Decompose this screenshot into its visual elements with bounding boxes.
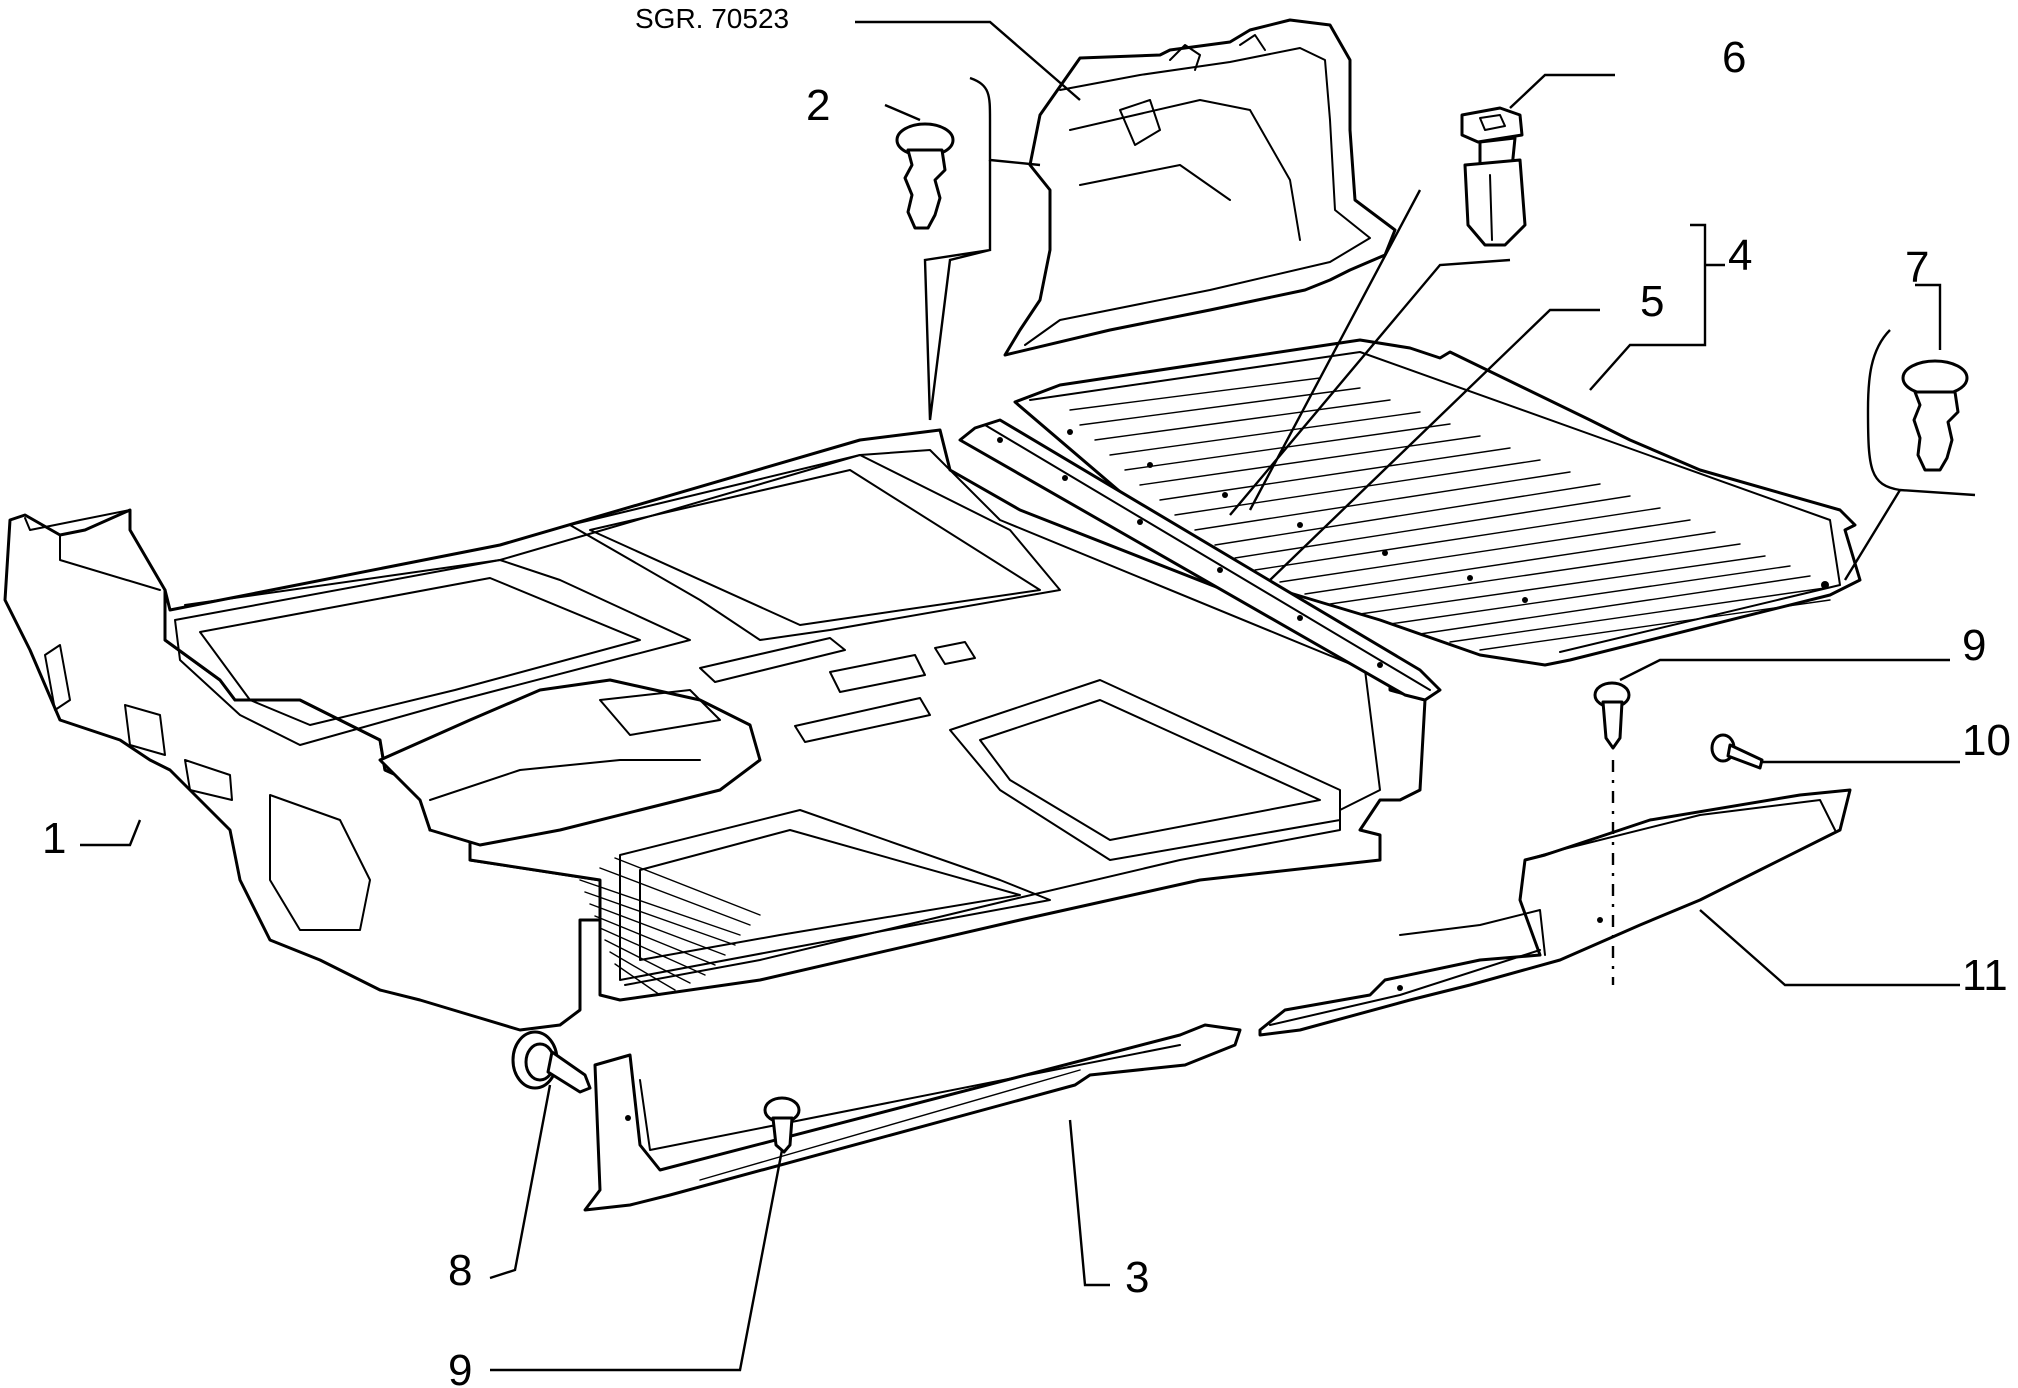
screw-9-right-icon [1593,681,1631,750]
leader-lines [80,20,1976,1372]
sill-trim-left [583,1023,1242,1212]
callout-11: 11 [1962,951,2008,1000]
rear-cargo-mat [1013,338,1862,667]
callout-4: 4 [1728,231,1752,280]
callout-9-bottom: 9 [448,1346,472,1388]
callout-7: 7 [1905,243,1929,292]
push-clip-2-icon [895,122,955,230]
screw-washer-8-icon [511,1030,592,1094]
callout-6: 6 [1722,33,1746,82]
expansion-plug-6-icon [1460,106,1527,247]
callout-2: 2 [806,81,830,130]
callout-10: 10 [1962,716,2011,765]
mat-ribs [1069,377,1831,651]
sealing-strip [958,418,1442,702]
push-clip-7-icon [1901,359,1969,472]
floor-ribs-bottom-left [579,857,761,996]
sill-trim-right [1258,788,1852,1037]
floor-mat-part [3,428,1427,1032]
callout-9-right: 9 [1962,621,1986,670]
callout-3: 3 [1125,1253,1149,1302]
screw-10-icon [1710,733,1764,770]
reference-code-label: SGR. 70523 [635,3,789,34]
callout-5: 5 [1640,277,1664,326]
callout-1: 1 [42,814,66,863]
side-trim-panel [1003,18,1397,357]
screw-9-bottom-icon [763,1096,801,1154]
callout-8: 8 [448,1246,472,1295]
